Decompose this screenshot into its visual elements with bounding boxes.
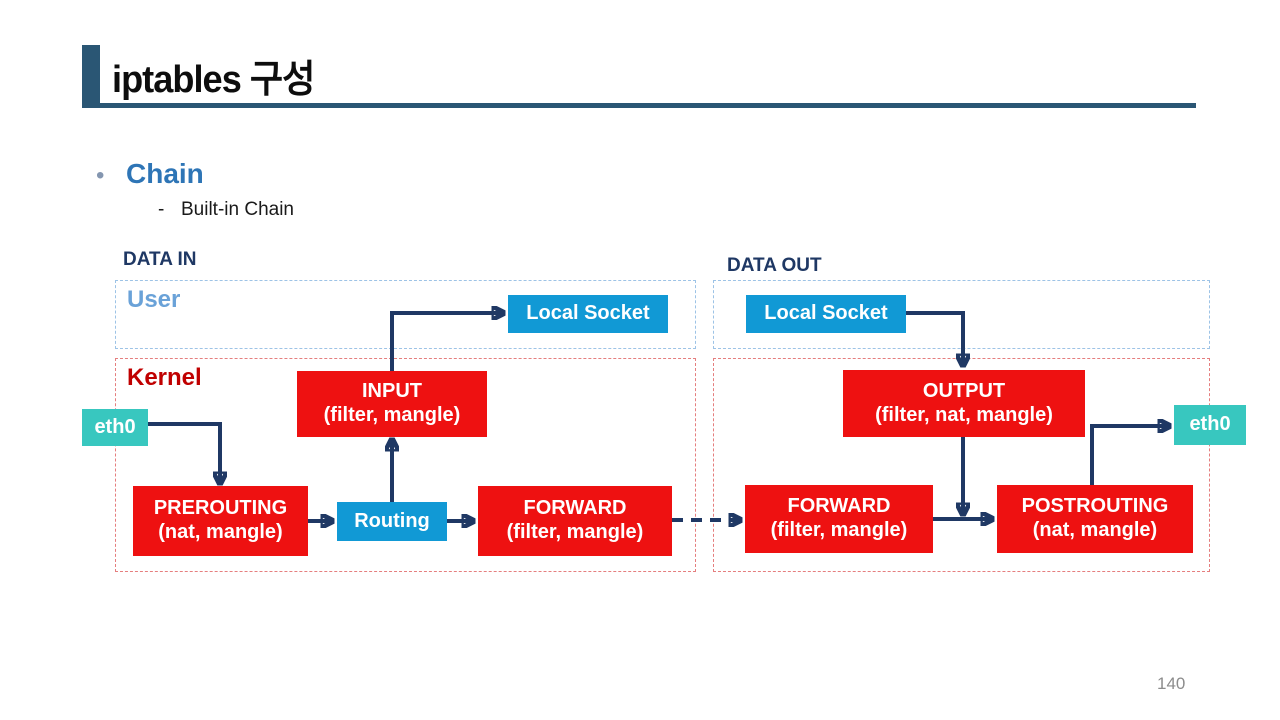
arrow-input-to-local-socket [390,313,502,371]
output-chain-title: OUTPUT [922,379,1006,402]
forward-in-chain-box: FORWARD (filter, mangle) [478,486,672,556]
eth0-in-box: eth0 [82,409,148,446]
eth0-in-label: eth0 [94,415,136,438]
forward-out-chain-box: FORWARD (filter, mangle) [745,485,933,553]
eth0-out-box: eth0 [1174,405,1246,445]
local-socket-out-box: Local Socket [746,295,906,333]
eth0-out-label: eth0 [1189,413,1231,436]
title-underline [82,103,1196,108]
sub-bullet-dash: - [158,199,165,220]
prerouting-chain-title: PREROUTING [153,497,288,520]
input-chain-box: INPUT (filter, mangle) [297,371,487,437]
routing-decision-box: Routing [337,502,447,541]
data-in-label: DATA IN [123,249,197,270]
local-socket-in-label: Local Socket [526,302,650,325]
postrouting-chain-title: POSTROUTING [1021,495,1169,518]
kernel-caption: Kernel [127,364,202,391]
arrow-local-socket-to-output [906,311,963,364]
title-accent-bar [82,45,100,103]
arrow-postrouting-to-eth0-out [1090,426,1168,485]
output-chain-tables: (filter, nat, mangle) [875,403,1053,426]
forward-out-chain-title: FORWARD [787,495,891,518]
data-out-label: DATA OUT [727,255,822,276]
output-chain-box: OUTPUT (filter, nat, mangle) [843,370,1085,437]
local-socket-out-label: Local Socket [764,302,888,325]
input-chain-title: INPUT [362,380,422,403]
postrouting-chain-tables: (nat, mangle) [1032,519,1158,541]
prerouting-chain-box: PREROUTING (nat, mangle) [133,486,308,556]
forward-out-chain-tables: (filter, mangle) [770,519,908,541]
postrouting-chain-box: POSTROUTING (nat, mangle) [997,485,1193,553]
arrow-eth0-in-to-prerouting [148,422,220,482]
user-caption: User [127,286,181,313]
page-number: 140 [1157,674,1186,693]
prerouting-chain-tables: (nat, mangle) [158,521,283,543]
bullet-dot-icon: • [96,162,105,189]
slide-title: iptables 구성 [112,59,315,101]
sub-bullet-label: Built-in Chain [181,199,294,220]
forward-in-chain-title: FORWARD [523,497,627,520]
bullet-chain-label: Chain [126,158,204,189]
forward-in-chain-tables: (filter, mangle) [506,521,644,543]
input-chain-tables: (filter, mangle) [323,404,461,426]
local-socket-in-box: Local Socket [508,295,668,333]
routing-decision-label: Routing [354,509,430,532]
